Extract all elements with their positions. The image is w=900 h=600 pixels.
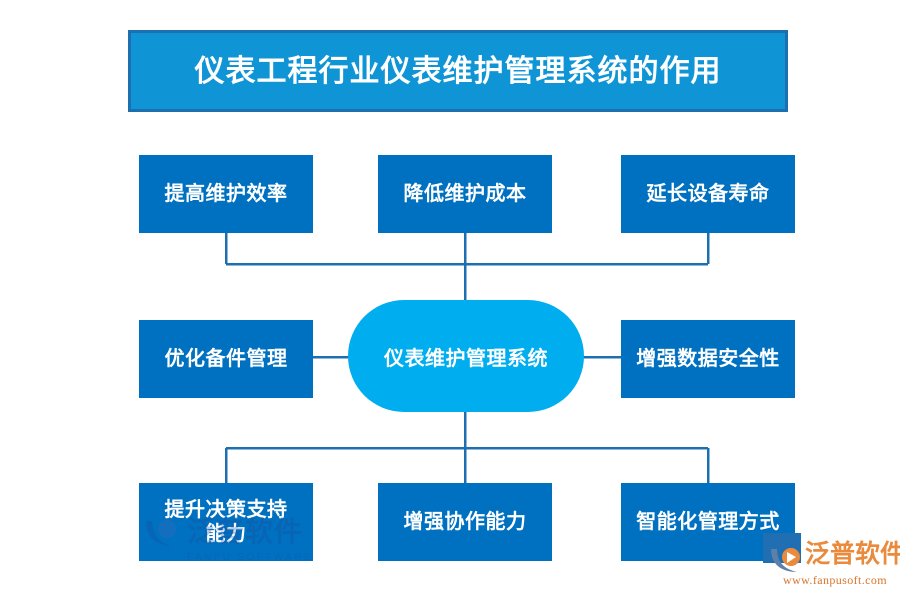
node-bottom-right-label: 智能化管理方式 — [636, 510, 780, 533]
node-top-left[interactable]: 提高维护效率 — [139, 155, 313, 233]
node-middle-left-label: 优化备件管理 — [164, 347, 288, 370]
center-hub-node[interactable]: 仪表维护管理系统 — [348, 300, 584, 412]
node-middle-right-label: 增强数据安全性 — [636, 347, 780, 370]
node-bottom-middle[interactable]: 增强协作能力 — [378, 483, 552, 561]
page-title: 仪表工程行业仪表维护管理系统的作用 — [194, 54, 722, 88]
node-middle-left[interactable]: 优化备件管理 — [139, 320, 313, 398]
logo-swoosh-icon — [769, 545, 803, 575]
node-top-right[interactable]: 延长设备寿命 — [621, 155, 795, 233]
node-top-left-label: 提高维护效率 — [164, 182, 288, 205]
node-top-middle-label: 降低维护成本 — [403, 182, 527, 205]
node-top-right-label: 延长设备寿命 — [646, 182, 770, 205]
diagram-title-banner: 仪表工程行业仪表维护管理系统的作用 — [128, 30, 788, 112]
center-hub-label: 仪表维护管理系统 — [384, 347, 548, 370]
company-logo: 泛普软件 www.fanpusoft.com — [763, 533, 900, 591]
node-bottom-middle-label: 增强协作能力 — [403, 510, 527, 533]
logo-url-text: www.fanpusoft.com — [783, 573, 888, 587]
node-middle-right[interactable]: 增强数据安全性 — [621, 320, 795, 398]
node-bottom-left[interactable]: 提升决策支持 能力 — [139, 483, 313, 561]
logo-cn-text: 泛普软件 — [805, 540, 900, 568]
node-top-middle[interactable]: 降低维护成本 — [378, 155, 552, 233]
node-bottom-left-label: 提升决策支持 能力 — [164, 498, 288, 545]
